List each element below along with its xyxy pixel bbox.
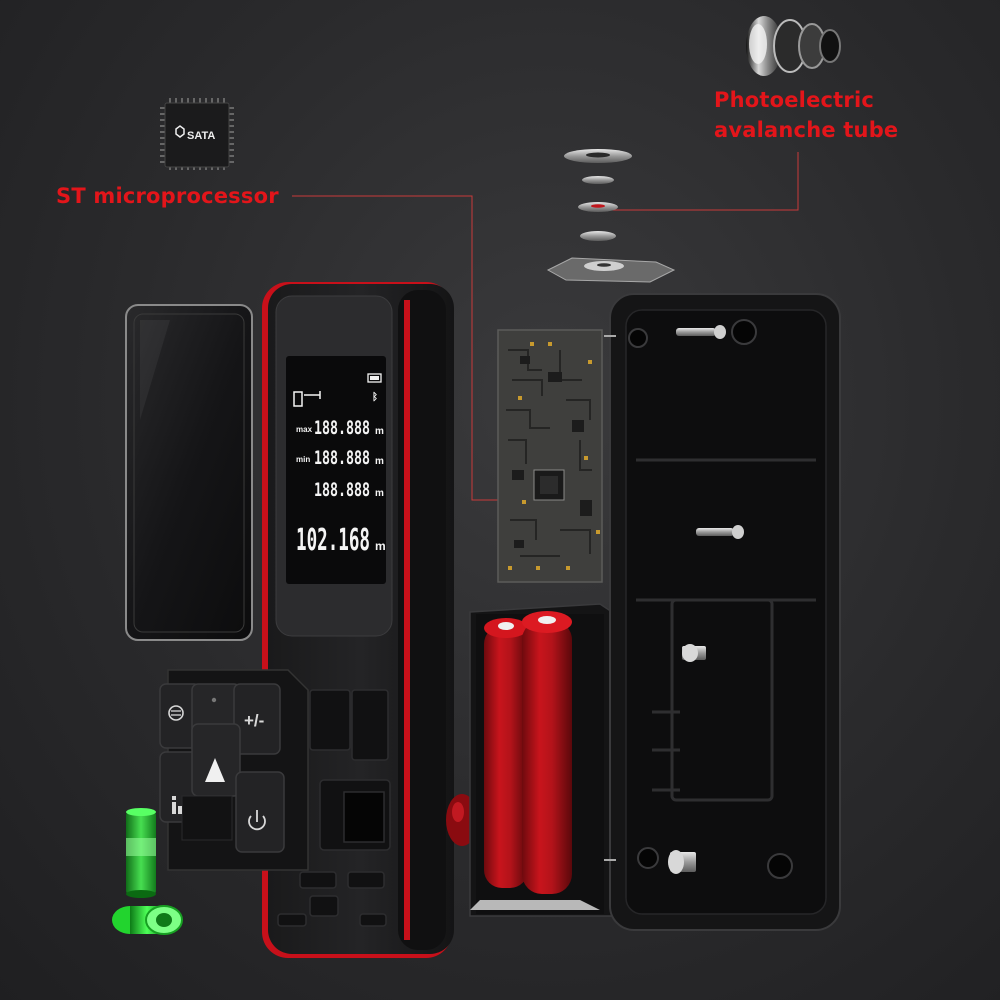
- bubble-level: [112, 808, 183, 935]
- avalanche-tube: [746, 16, 841, 76]
- triangle-up-icon: [205, 758, 225, 782]
- min-label: min: [296, 455, 310, 464]
- avalanche-tube-label-line2: avalanche tube: [714, 118, 899, 142]
- reference-point-icon: [293, 391, 321, 407]
- microprocessor-label: ST microprocessor: [56, 184, 279, 208]
- keypad: [159, 669, 309, 871]
- max-label: max: [296, 425, 313, 434]
- third-readout: 188.888: [314, 479, 370, 501]
- main-readout: 102.168: [296, 523, 370, 558]
- min-readout: 188.888: [314, 447, 370, 469]
- power-icon: [248, 810, 266, 831]
- lens-stack: [546, 149, 676, 283]
- min-unit: m: [375, 456, 384, 467]
- plus-minus-key-label: +/-: [244, 711, 264, 730]
- main-unit: m: [375, 539, 386, 553]
- max-unit: m: [375, 426, 384, 437]
- battery-icon: [367, 373, 382, 383]
- third-unit: m: [375, 488, 384, 499]
- avalanche-tube-label-line1: Photoelectric: [714, 88, 875, 112]
- screws: [604, 325, 744, 874]
- front-body: [262, 282, 454, 958]
- glass-cover: [125, 304, 253, 641]
- mode-icon: [168, 705, 184, 721]
- front-body-internals: [277, 689, 391, 927]
- sata-logo-icon: [175, 125, 185, 138]
- memory-icon: [172, 796, 182, 814]
- circuit-board: [497, 329, 603, 583]
- batteries: [470, 611, 600, 910]
- lcd-display: ᛒ max 188.888 m min 188.888 m 188.888 m …: [293, 373, 386, 558]
- bluetooth-icon: ᛒ: [372, 391, 378, 403]
- max-readout: 188.888: [314, 417, 370, 439]
- chip-brand-text: SATA: [187, 130, 215, 142]
- back-housing: [609, 293, 841, 931]
- sensor-dot: [211, 697, 217, 703]
- sata-chip: SATA: [160, 98, 234, 170]
